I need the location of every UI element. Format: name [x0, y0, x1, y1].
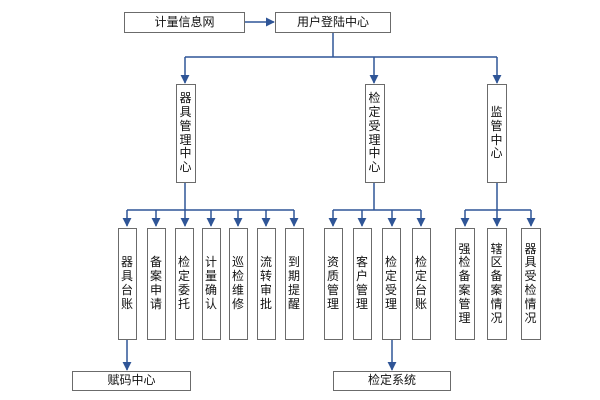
qualification-management-label: 资质管理 [326, 255, 340, 311]
inspection-repair-label: 巡检维修 [231, 255, 245, 311]
expiry-reminder-label: 到期提醒 [287, 255, 301, 311]
customer-management-label: 客户管理 [355, 255, 369, 311]
verification-entrust-label: 检定委托 [177, 255, 191, 311]
verification-acceptance-node: 检定受理 [382, 228, 401, 340]
login-center-node: 用户登陆中心 [275, 12, 391, 33]
device-management-center-label: 器具管理中心 [179, 91, 193, 175]
device-ledger-label: 器具台账 [120, 255, 134, 311]
supervision-center-node: 监管中心 [487, 84, 507, 183]
district-filing-status-label: 辖区备案情况 [490, 241, 504, 325]
mandatory-filing-management-node: 强检备案管理 [455, 228, 475, 340]
customer-management-node: 客户管理 [353, 228, 372, 340]
verification-ledger-label: 检定台账 [414, 255, 428, 311]
verification-entrust-node: 检定委托 [175, 228, 194, 340]
verification-acceptance-center-label: 检定受理中心 [368, 91, 382, 175]
device-ledger-node: 器具台账 [118, 228, 137, 340]
code-center-node: 赋码中心 [72, 371, 191, 391]
verification-system-node-label: 检定系统 [367, 373, 416, 388]
metrology-confirm-label: 计量确认 [204, 255, 218, 311]
code-center-node-label: 赋码中心 [107, 373, 156, 388]
expiry-reminder-node: 到期提醒 [285, 228, 304, 340]
filing-application-label: 备案申请 [149, 255, 163, 311]
verification-ledger-node: 检定台账 [412, 228, 431, 340]
site-node: 计量信息网 [124, 12, 245, 33]
inspection-repair-node: 巡检维修 [229, 228, 248, 340]
device-inspection-status-label: 器具受检情况 [524, 241, 538, 325]
device-management-center-node: 器具管理中心 [176, 84, 196, 183]
verification-acceptance-label: 检定受理 [384, 255, 398, 311]
qualification-management-node: 资质管理 [324, 228, 343, 340]
metrology-confirm-node: 计量确认 [202, 228, 221, 340]
supervision-center-label: 监管中心 [490, 104, 504, 161]
district-filing-status-node: 辖区备案情况 [487, 228, 507, 340]
workflow-approval-label: 流转审批 [259, 255, 273, 311]
filing-application-node: 备案申请 [147, 228, 166, 340]
mandatory-filing-management-label: 强检备案管理 [458, 241, 472, 325]
device-inspection-status-node: 器具受检情况 [521, 228, 541, 340]
site-node-label: 计量信息网 [154, 14, 215, 29]
verification-acceptance-center-node: 检定受理中心 [365, 84, 385, 183]
login-center-node-label: 用户登陆中心 [296, 14, 369, 29]
verification-system-node: 检定系统 [333, 371, 451, 391]
workflow-approval-node: 流转审批 [257, 228, 276, 340]
